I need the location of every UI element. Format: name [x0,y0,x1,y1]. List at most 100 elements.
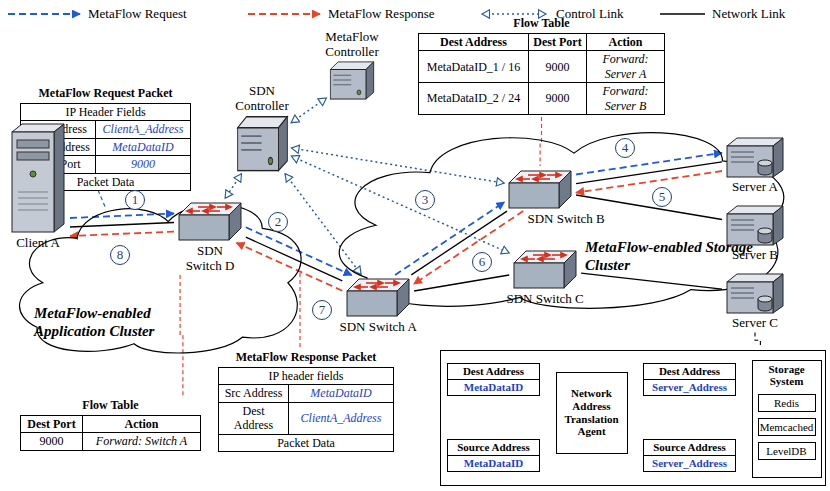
device-icon [328,60,376,100]
cell-text: MetaDataID [464,457,523,469]
callout-circle: 4 [615,138,635,158]
cell-text: IP header fields [269,369,344,383]
drawing-part [18,192,48,193]
store-box: LevelDB [758,442,816,461]
drawing-part [8,13,80,15]
table-cell: 9000 [21,433,83,450]
connector [70,232,174,236]
drawing-part [727,146,773,177]
drawing-part [540,173,545,177]
drawing-part [559,171,571,208]
connector [411,211,507,275]
connector [576,162,722,184]
callout-number: 5 [659,189,666,204]
address-table: Dest AddressServer_Address [643,363,736,396]
drawing-part [731,152,754,162]
legend-text: MetaFlow Request [88,6,187,21]
connector [540,117,541,166]
callout-number: 3 [422,192,429,207]
device-icon [724,272,786,314]
cell-text: Dest Address [440,35,507,49]
drawing-part [758,296,772,302]
table-cell: MetaDataID [289,385,394,402]
drawing-part [506,168,574,210]
table-cell: Dest Port [529,34,587,51]
sdn-controller: SDN Controller [227,84,297,172]
data-table: Dest AddressMetaDataID [447,363,540,396]
drawing-part [54,124,64,232]
drawing-part [333,75,351,76]
table-row: Dest Address [448,364,540,380]
drawing-part [552,254,561,256]
drawing-part [731,293,754,294]
drawing-part [727,214,773,245]
table-cell: Server_Address [644,456,736,472]
legend-text: MetaFlow Response [328,6,435,21]
drawing-part [482,13,546,15]
drawing-part [376,286,388,288]
callout-circle: 7 [312,300,332,320]
cell-text: MetaDataID [464,381,523,393]
cell-text: Dest Port [27,417,75,431]
legend-item: MetaFlow Response [328,6,435,22]
drawing-part [203,209,208,213]
application-cluster-cloud: MetaFlow-enabled Application ClusterSDN … [20,192,305,357]
drawing-part [517,177,522,181]
table-cell: Dest Address [219,402,289,434]
drawing-part [731,288,754,298]
data-table: Dest AddressServer_Address [643,363,736,396]
drawing-part [330,70,366,100]
table-cell: MetaDataID [96,138,191,155]
drawing-part [333,84,351,85]
table-cell: Forward: Switch A [83,433,201,450]
drawing-part [731,152,754,153]
device-icon [724,136,786,178]
callout-number: 6 [479,254,486,269]
data-table: Dest Port Action9000Forward: Switch A [20,415,201,451]
drawing-part [8,122,68,234]
drawing-part [773,274,783,313]
table-cell: Forward: Server A [587,51,665,83]
address-table: Source AddressServer_Address [643,439,736,472]
device-label: Server B [732,248,778,263]
table-row: Server_Address [644,380,736,396]
device-label: SDN Switch D [180,244,240,273]
cell-text: MetaDataID [112,140,173,154]
cell-text: Packet Data [277,436,335,450]
legend-text: Control Link [556,6,624,21]
drawing-part [556,173,561,177]
drawing-part [241,142,261,143]
drawing-part [731,157,754,158]
table-cell: Forward: Server B [587,83,665,115]
drawing-part [355,281,399,289]
table-row: Dest AddressClientA_Address [219,402,394,434]
data-table: Dest AddressDest PortActionMetaDataID_1 … [418,33,665,115]
table-cell: Source Address [644,440,736,456]
connector [180,275,183,396]
table-cell: MetaDataID_1 / 16 [419,51,529,83]
cell-text: ClientA_Address [103,122,184,136]
drawing-part [724,204,786,246]
cell-text: Source Address [457,441,530,453]
device-label: SDN Switch C [507,292,584,307]
cell-text: IP Header Fields [65,105,145,119]
callout-circle: 8 [110,245,130,265]
box-text: Storage System [756,363,818,388]
drawing-part [758,228,772,234]
table-cell: MetaDataID [448,380,540,396]
table-cell: Action [83,416,201,433]
legend-item: Control Link [556,6,624,22]
table-row: MetaDataID_2 / 249000Forward: Server B [419,83,665,115]
table-row: Dest AddressDest PortAction [419,34,665,51]
device-icon [511,248,579,290]
sdn-switch: SDN Switch D [176,200,244,273]
drawing-part [731,220,754,230]
storage-server: Server C [724,272,786,331]
drawing-part [731,220,754,221]
cell-text: MetaDataID_1 / 16 [427,60,520,74]
drawing-part [217,206,226,208]
box-text: LevelDB [766,445,806,458]
drawing-part [533,177,538,181]
connector [581,273,722,289]
drawing-part [660,13,705,14]
